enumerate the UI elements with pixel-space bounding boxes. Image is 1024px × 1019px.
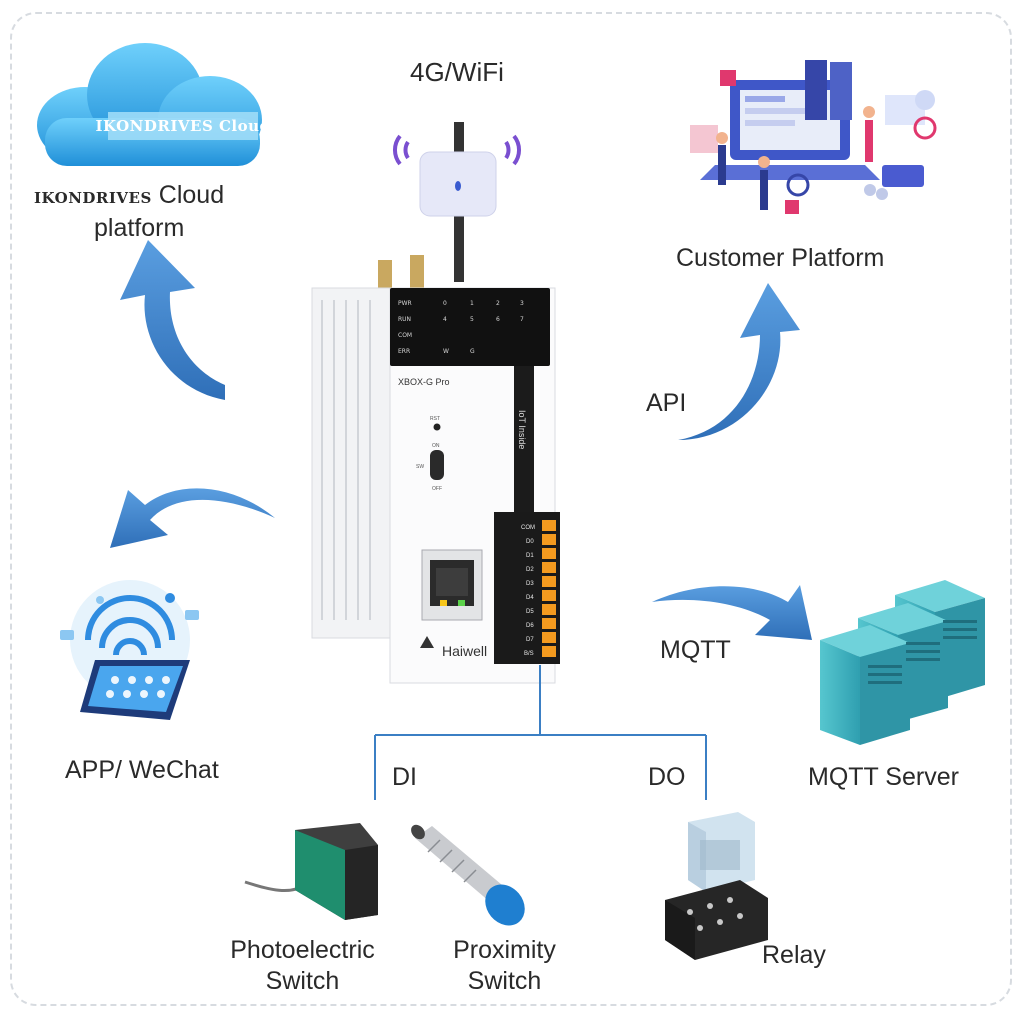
led-row-2-label: RUN (398, 316, 411, 323)
led-5: 5 (470, 316, 474, 323)
terminal-d6: D6 (526, 623, 534, 629)
cloud-badge-text: IKONDRIVES Cloud (95, 117, 270, 135)
customer-platform-label: Customer Platform (676, 244, 885, 272)
proximity-switch-icon (411, 824, 525, 926)
switch-off-label: OFF (432, 486, 442, 492)
terminal-bs: B/S (524, 651, 534, 657)
di-label: DI (392, 763, 417, 791)
photoelectric-switch-icon (244, 823, 378, 920)
proximity-label-line2: Switch (467, 967, 542, 996)
arrow-to-mqtt-server (652, 585, 812, 640)
gateway-model: XBOX-G Pro (398, 377, 450, 387)
led-4: 4 (443, 316, 447, 323)
arrow-to-cloud (120, 240, 225, 400)
terminal-d1: D1 (526, 553, 534, 559)
gateway-brand: Haiwell (442, 643, 487, 659)
proximity-label-line1: Proximity (453, 936, 556, 964)
arrow-to-customer-platform (678, 283, 800, 440)
cloud-brand-text: IKONDRIVES (34, 189, 152, 207)
led-1: 1 (470, 300, 474, 307)
led-row-4-label: ERR (398, 348, 410, 355)
customer-platform-illustration (690, 60, 937, 214)
switch-on-label: ON (432, 443, 440, 449)
led-panel: PWR 0 1 2 3 RUN 4 5 6 7 COM ERR W G (398, 300, 524, 355)
photoelectric-label-line2: Switch (265, 967, 340, 996)
relay-icon (665, 812, 768, 960)
diagram-frame (10, 12, 1012, 1006)
led-7: 7 (520, 316, 524, 323)
terminal-d5: D5 (526, 609, 534, 615)
led-2: 2 (496, 300, 500, 307)
gateway-device (311, 255, 560, 684)
mqtt-server-label: MQTT Server (808, 763, 959, 791)
terminal-com: COM (521, 525, 535, 531)
photoelectric-switch-label: Photoelectric Switch (215, 935, 390, 998)
mqtt-label: MQTT (660, 636, 731, 664)
terminal-d7: D7 (526, 637, 534, 643)
led-g: G (470, 348, 475, 355)
mqtt-server-icon (820, 580, 985, 745)
gateway-side-text: IoT Inside (517, 410, 527, 449)
arrow-to-app (110, 488, 275, 548)
led-row-3-label: COM (398, 332, 412, 339)
led-w: W (443, 348, 449, 355)
terminal-labels: COM D0 D1 D2 D3 D4 D5 D6 D7 B/S (521, 525, 535, 657)
proximity-switch-label: Proximity Switch (432, 935, 577, 998)
app-wechat-label: APP/ WeChat (65, 756, 219, 784)
led-6: 6 (496, 316, 500, 323)
cloud-platform-label: IKONDRIVES Cloud (34, 180, 224, 211)
led-0: 0 (443, 300, 447, 307)
cloud-label-word: Cloud (158, 181, 225, 209)
terminal-d0: D0 (526, 539, 534, 545)
cloud-platform-label-line2: platform (94, 214, 185, 242)
relay-label: Relay (762, 941, 826, 969)
wireless-router-icon (392, 122, 522, 282)
io-connection-lines (374, 665, 707, 800)
sw-label: SW (416, 464, 424, 470)
rst-label: RST (430, 416, 440, 422)
api-label: API (646, 389, 687, 417)
photoelectric-label-line1: Photoelectric (230, 936, 375, 964)
cloud-icon (37, 43, 262, 166)
terminal-d3: D3 (526, 581, 534, 587)
led-3: 3 (520, 300, 524, 307)
app-wechat-illustration (60, 580, 199, 720)
terminal-d2: D2 (526, 567, 534, 573)
terminal-d4: D4 (526, 595, 534, 601)
do-label: DO (648, 763, 686, 791)
led-row-1-label: PWR (398, 300, 412, 307)
wireless-label: 4G/WiFi (410, 57, 504, 87)
